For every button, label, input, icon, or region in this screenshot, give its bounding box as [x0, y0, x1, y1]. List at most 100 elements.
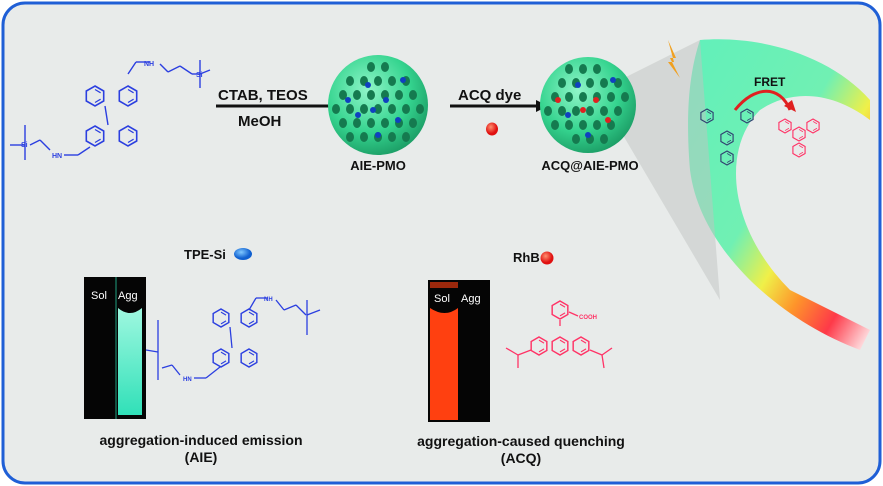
tpe-unit [585, 132, 591, 138]
aie-pmo-particle [328, 55, 428, 155]
fret-detail [700, 89, 796, 166]
tpe-unit [365, 82, 371, 88]
emission-spectrum-band [688, 39, 870, 350]
pore [600, 134, 608, 144]
rhb-structure [505, 300, 613, 369]
pore [353, 90, 361, 100]
tpe-unit [375, 132, 381, 138]
pore [600, 106, 608, 116]
pore [346, 104, 354, 114]
aie-vial-sol-label: Sol [91, 290, 107, 302]
acq-vial-sol-label: Sol [434, 293, 450, 305]
si-label: Si [21, 142, 28, 149]
pore [381, 62, 389, 72]
pore [586, 106, 594, 116]
zoom-projection [620, 40, 720, 300]
dye-molecule [593, 97, 599, 103]
tpe-si-dot-icon [234, 248, 252, 260]
pore [339, 90, 347, 100]
pore [558, 106, 566, 116]
acq-caption-line1: aggregation-caused quenching [417, 433, 625, 449]
tpe-si-structure-top [10, 60, 211, 160]
pore [367, 90, 375, 100]
acq-dye-dot-icon [486, 122, 498, 136]
nh-label: HN [52, 153, 62, 160]
pore [409, 90, 417, 100]
pore [579, 92, 587, 102]
pore [607, 92, 615, 102]
acq-caption-line2: (ACQ) [501, 450, 541, 466]
pore [614, 78, 622, 88]
pore [621, 92, 629, 102]
pore [353, 118, 361, 128]
pore [402, 104, 410, 114]
lightning-icon [668, 40, 680, 78]
tpe-si-structure [145, 297, 321, 380]
aie-caption-line2: (AIE) [185, 449, 218, 465]
tpe-unit [370, 107, 376, 113]
pore [565, 92, 573, 102]
tpe-unit [345, 97, 351, 103]
pore [565, 64, 573, 74]
pore [367, 62, 375, 72]
pore [600, 78, 608, 88]
pore [374, 104, 382, 114]
nh-label: NH [144, 61, 154, 68]
step1-reagents: CTAB, TEOS [218, 87, 308, 104]
acq-aie-pmo-particle [540, 57, 636, 153]
pore [360, 132, 368, 142]
pore [558, 78, 566, 88]
tpe-unit [400, 77, 406, 83]
pore [565, 120, 573, 130]
step1-solvent: MeOH [238, 113, 281, 130]
pore [402, 132, 410, 142]
fret-arrow [733, 89, 792, 111]
pore [572, 106, 580, 116]
pore [388, 76, 396, 86]
pore [395, 90, 403, 100]
tpe-unit [383, 97, 389, 103]
pore [388, 104, 396, 114]
tpe-unit [565, 112, 571, 118]
pore [360, 104, 368, 114]
tpe-unit [355, 112, 361, 118]
hn-label: HN [183, 377, 192, 383]
pore [409, 118, 417, 128]
pore [572, 134, 580, 144]
pore [579, 64, 587, 74]
tpe-unit [575, 82, 581, 88]
fret-label: FRET [754, 75, 786, 89]
pore [339, 118, 347, 128]
pore [544, 106, 552, 116]
nh-label: NH [264, 297, 273, 303]
pore [593, 120, 601, 130]
tpe-unit [610, 77, 616, 83]
pore [332, 104, 340, 114]
pore [614, 106, 622, 116]
tpe-si-label: TPE-Si [184, 247, 226, 262]
rhb-label: RhB [513, 250, 540, 265]
pore [381, 118, 389, 128]
tpe-unit [395, 117, 401, 123]
acq-aie-pmo-label: ACQ@AIE-PMO [541, 158, 638, 173]
dye-molecule [555, 97, 561, 103]
pore [593, 64, 601, 74]
pore [388, 132, 396, 142]
aie-vial-photo [84, 277, 146, 419]
pore [374, 76, 382, 86]
dye-molecule [605, 117, 611, 123]
pore [579, 120, 587, 130]
si-label: Si [196, 72, 203, 79]
rhb-dot-icon [540, 251, 554, 265]
aie-caption-line1: aggregation-induced emission [99, 432, 302, 448]
step2-reagent: ACQ dye [458, 87, 521, 104]
pore [367, 118, 375, 128]
aie-pmo-label: AIE-PMO [350, 158, 406, 173]
acq-vial-agg-label: Agg [461, 293, 481, 305]
cooh-label: COOH [579, 315, 597, 321]
dye-molecule [580, 107, 586, 113]
pore [551, 120, 559, 130]
tpe-si-atom-labels-top: NH Si HN Si [21, 61, 203, 160]
